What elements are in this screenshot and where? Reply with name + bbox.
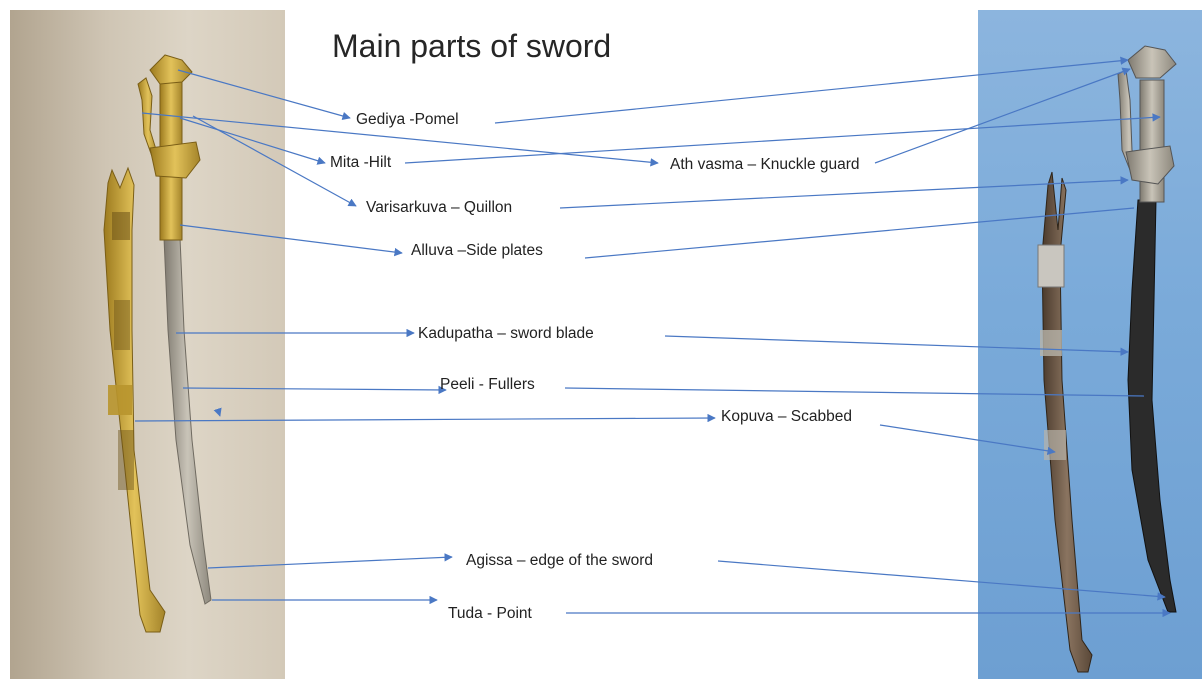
- right-scabbard-illustration: [1037, 171, 1093, 673]
- arrow-stray-small: [213, 407, 222, 417]
- arrow-edge-left: [207, 553, 453, 569]
- arrow-edge-right: [717, 560, 1166, 601]
- label-knuckle-guard: Ath vasma – Knuckle guard: [670, 156, 860, 173]
- arrow-knuckle-left: [141, 112, 659, 167]
- left-sword-illustration: [137, 54, 212, 605]
- arrow-quillon-right: [559, 176, 1129, 209]
- arrow-fullers-left: [182, 385, 447, 395]
- arrow-quillon-left: [192, 115, 357, 207]
- label-fullers: Peeli - Fullers: [440, 376, 535, 393]
- arrow-fullers-right: [564, 387, 1145, 397]
- slide-title: Main parts of sword: [332, 28, 612, 64]
- arrow-hilt-right: [404, 113, 1161, 164]
- label-scabbard: Kopuva – Scabbed: [721, 408, 852, 425]
- arrow-sideplates-left: [179, 224, 403, 257]
- arrow-pommel-right: [494, 56, 1129, 124]
- label-hilt: Mita -Hilt: [330, 154, 392, 171]
- arrow-group: [134, 56, 1171, 618]
- label-edge: Agissa – edge of the sword: [466, 552, 653, 569]
- label-side-plates: Alluva –Side plates: [411, 242, 543, 259]
- arrow-sideplates-right: [584, 207, 1135, 259]
- right-sword-illustration: [1117, 45, 1177, 613]
- arrow-knuckle-right: [874, 67, 1131, 164]
- arrow-scabbard-right: [879, 424, 1056, 455]
- label-point: Tuda - Point: [448, 605, 532, 622]
- left-scabbard-illustration: [103, 166, 166, 633]
- arrow-blade-right: [664, 335, 1129, 356]
- label-blade: Kadupatha – sword blade: [418, 325, 594, 342]
- label-quillon: Varisarkuva – Quillon: [366, 199, 513, 216]
- arrow-scabbard-left: [134, 413, 716, 423]
- arrow-hilt-left: [179, 117, 326, 165]
- arrow-pommel-left: [177, 69, 351, 121]
- label-pommel: Gediya -Pomel: [356, 111, 459, 128]
